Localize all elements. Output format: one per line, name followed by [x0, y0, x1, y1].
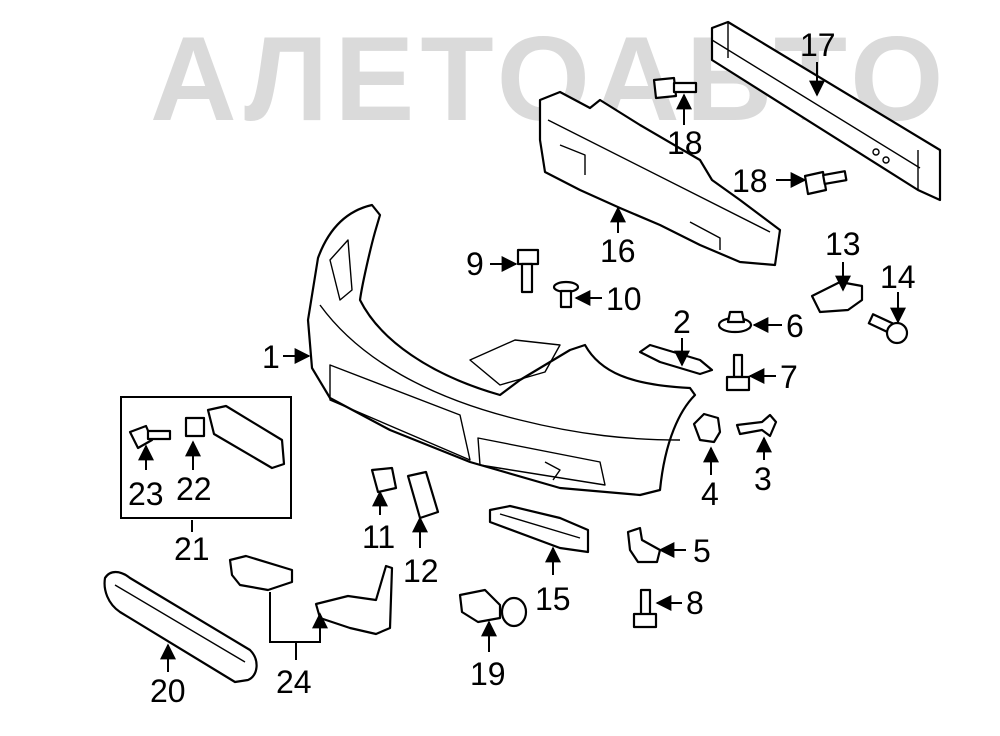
callout-6: 6: [786, 308, 804, 344]
callout-8: 8: [686, 585, 704, 621]
leader-lines: [138, 62, 906, 672]
part-3-clip[interactable]: [735, 413, 778, 438]
callout-9: 9: [466, 246, 484, 282]
callout-18-top: 18: [667, 125, 703, 161]
callout-13: 13: [825, 226, 861, 262]
callout-22: 22: [176, 471, 212, 507]
part-24-bracket-left[interactable]: [228, 554, 294, 592]
part-12-seal[interactable]: [406, 470, 440, 520]
part-15-spacer[interactable]: [488, 504, 590, 554]
callout-17: 17: [800, 27, 836, 63]
callout-12: 12: [403, 553, 439, 589]
part-16-energy-absorber[interactable]: [538, 90, 782, 267]
part-11-bracket[interactable]: [370, 466, 398, 494]
part-4-retainer[interactable]: [692, 412, 722, 444]
part-20-grille[interactable]: [103, 570, 258, 684]
part-24-bracket-right[interactable]: [314, 564, 394, 636]
callout-2: 2: [673, 304, 691, 340]
callout-18-side: 18: [732, 163, 768, 199]
part-21-plate-glyph: [206, 404, 286, 470]
part-13-bracket[interactable]: [810, 280, 864, 314]
part-10-screw[interactable]: [552, 280, 580, 309]
part-6-nut[interactable]: [717, 310, 753, 334]
callout-11: 11: [362, 519, 395, 555]
callout-15: 15: [535, 581, 571, 617]
part-22-nut-glyph: [184, 416, 206, 438]
callout-20: 20: [150, 673, 186, 709]
callout-10: 10: [606, 281, 642, 317]
assembly-21-box: [120, 396, 292, 519]
part-1-bumper-cover[interactable]: [306, 203, 697, 497]
callout-3: 3: [754, 461, 772, 497]
part-2-molding[interactable]: [638, 343, 714, 376]
part-18-bolt-lower[interactable]: [803, 170, 848, 196]
callout-24: 24: [276, 664, 312, 700]
part-17-reinforcement-bar[interactable]: [710, 20, 942, 202]
callout-23: 23: [128, 476, 164, 512]
callout-1: 1: [262, 339, 280, 375]
callout-14: 14: [880, 259, 916, 295]
part-19-sensor[interactable]: [458, 588, 528, 628]
callout-4: 4: [701, 476, 719, 512]
callout-numbers: 1 2 3 4 5 6 7 8 9 10 11 12 13 14 15 16 1…: [128, 27, 916, 709]
part-14-bolt[interactable]: [867, 313, 909, 345]
part-7-bolt[interactable]: [725, 353, 751, 392]
part-9-bolt[interactable]: [516, 248, 540, 294]
part-5-bracket[interactable]: [626, 526, 662, 564]
callout-19: 19: [470, 656, 506, 692]
callout-21: 21: [174, 531, 210, 567]
callout-7: 7: [780, 359, 798, 395]
part-8-bolt[interactable]: [632, 588, 658, 629]
callout-16: 16: [600, 233, 636, 269]
callout-5: 5: [693, 533, 711, 569]
